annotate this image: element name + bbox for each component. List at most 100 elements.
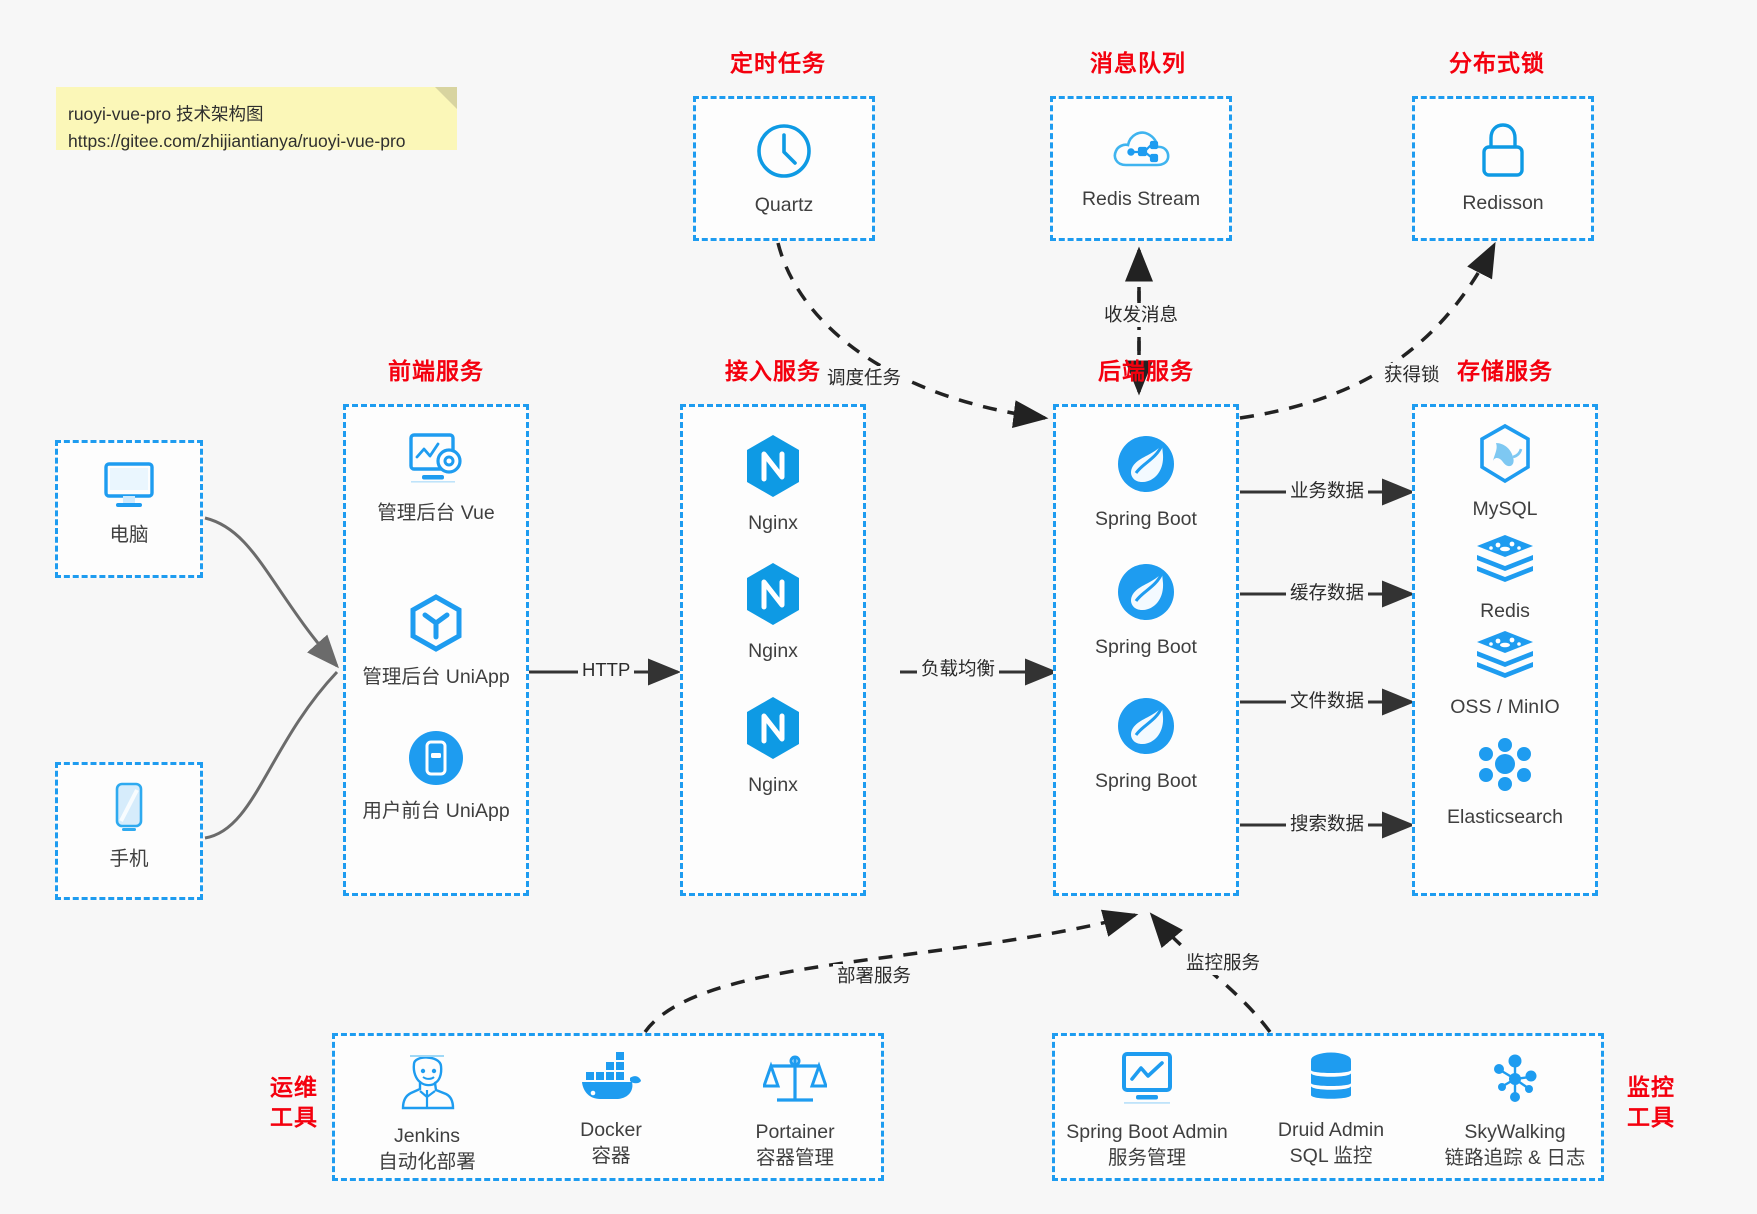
mobile-phone-icon xyxy=(58,781,200,840)
node-nginx-1[interactable]: Nginx xyxy=(683,433,863,536)
node-mysql[interactable]: MySQL xyxy=(1415,423,1595,522)
node-portainer[interactable]: Portainer 容器管理 xyxy=(703,1050,887,1172)
node-label: Spring Boot xyxy=(1095,508,1197,530)
node-sublabel: 容器管理 xyxy=(755,1147,834,1170)
edge-label-schedule-task: 调度任务 xyxy=(823,366,906,391)
node-label: Nginx xyxy=(748,640,798,662)
database-stack-icon xyxy=(1239,1050,1423,1111)
node-label: Nginx xyxy=(748,774,798,796)
backend-service-box[interactable]: Spring Boot Spring Boot Spring Boot xyxy=(1053,404,1239,896)
node-nginx-2[interactable]: Nginx xyxy=(683,561,863,664)
caption-message-queue: 消息队列 xyxy=(1090,50,1186,76)
cloud-stream-icon xyxy=(1053,121,1229,180)
edge-label-acquire-lock: 获得锁 xyxy=(1380,363,1444,388)
nginx-icon xyxy=(683,561,863,632)
node-oss-minio[interactable]: OSS / MinIO xyxy=(1415,629,1595,720)
node-label: 电脑 xyxy=(109,524,149,546)
monitor-tools-box[interactable]: Spring Boot Admin 服务管理 Druid Admin SQL 监… xyxy=(1052,1033,1604,1181)
scheduled-task-box[interactable]: Quartz xyxy=(693,96,875,241)
edge-label-cache-data: 缓存数据 xyxy=(1286,581,1369,606)
note-title-line: ruoyi-vue-pro 技术架构图 xyxy=(68,104,264,124)
message-queue-box[interactable]: Redis Stream xyxy=(1050,96,1232,241)
uniapp-cube-icon xyxy=(346,593,526,658)
client-phone-box[interactable]: 手机 xyxy=(55,762,203,900)
node-sublabel: 自动化部署 xyxy=(378,1151,476,1174)
edge-label-deploy-service: 部署服务 xyxy=(833,964,916,989)
node-docker[interactable]: Docker 容器 xyxy=(519,1050,703,1170)
node-sublabel: SQL 监控 xyxy=(1289,1145,1373,1168)
node-label: Portainer xyxy=(755,1121,835,1143)
node-phone[interactable]: 手机 xyxy=(58,781,200,872)
note-url-line: https://gitee.com/zhijiantianya/ruoyi-vu… xyxy=(68,131,406,152)
edge-label-http: HTTP xyxy=(578,658,635,683)
node-quartz[interactable]: Quartz xyxy=(696,121,872,218)
caption-frontend: 前端服务 xyxy=(388,358,484,384)
node-label: Docker xyxy=(580,1119,642,1141)
node-label: 手机 xyxy=(109,848,149,870)
node-label: MySQL xyxy=(1472,498,1538,520)
gateway-service-box[interactable]: Nginx Nginx Nginx xyxy=(680,404,866,896)
node-elasticsearch[interactable]: Elasticsearch xyxy=(1415,737,1595,830)
caption-monitor-line2: 工具 xyxy=(1627,1103,1675,1130)
elasticsearch-icon xyxy=(1415,737,1595,798)
mysql-dolphin-icon xyxy=(1415,423,1595,490)
object-storage-icon xyxy=(1415,629,1595,688)
caption-ops-tools: 运维 工具 xyxy=(255,1073,333,1133)
node-admin-uniapp[interactable]: 管理后台 UniApp xyxy=(346,593,526,690)
caption-ops-line1: 运维 xyxy=(270,1074,318,1100)
node-admin-vue[interactable]: 管理后台 Vue xyxy=(346,431,526,526)
caption-distributed-lock: 分布式锁 xyxy=(1449,50,1545,76)
node-label: Jenkins xyxy=(393,1125,461,1147)
node-redisson[interactable]: Redisson xyxy=(1415,121,1591,216)
caption-gateway: 接入服务 xyxy=(725,358,821,384)
skywalking-node-icon xyxy=(1423,1050,1607,1113)
storage-service-box[interactable]: MySQL Redis xyxy=(1412,404,1598,896)
node-label: Spring Boot xyxy=(1095,636,1197,658)
spring-boot-leaf-icon xyxy=(1056,561,1236,628)
node-user-uniapp[interactable]: 用户前台 UniApp xyxy=(346,729,526,824)
caption-scheduled-task: 定时任务 xyxy=(730,50,826,76)
caption-backend: 后端服务 xyxy=(1098,358,1194,384)
jenkins-butler-icon xyxy=(335,1050,519,1117)
node-label: 管理后台 UniApp xyxy=(362,666,510,688)
admin-dashboard-icon xyxy=(346,431,526,494)
node-spring-boot-3[interactable]: Spring Boot xyxy=(1056,695,1236,794)
node-skywalking[interactable]: SkyWalking 链路追踪 & 日志 xyxy=(1423,1050,1607,1172)
node-spring-boot-admin[interactable]: Spring Boot Admin 服务管理 xyxy=(1055,1050,1239,1172)
node-druid-admin[interactable]: Druid Admin SQL 监控 xyxy=(1239,1050,1423,1170)
distributed-lock-box[interactable]: Redisson xyxy=(1412,96,1594,241)
node-nginx-3[interactable]: Nginx xyxy=(683,695,863,798)
mobile-app-icon xyxy=(346,729,526,792)
nginx-icon xyxy=(683,695,863,766)
frontend-service-box[interactable]: 管理后台 Vue 管理后台 UniApp 用户前台 UniApp xyxy=(343,404,529,896)
node-label: Quartz xyxy=(754,194,814,216)
redis-stack-icon xyxy=(1415,533,1595,592)
node-label: SkyWalking xyxy=(1464,1121,1566,1143)
edge-label-send-receive: 收发消息 xyxy=(1100,303,1183,328)
node-computer[interactable]: 电脑 xyxy=(58,459,200,548)
node-label: Spring Boot Admin xyxy=(1066,1121,1228,1143)
edge-label-business-data: 业务数据 xyxy=(1286,479,1369,504)
node-redis-stream[interactable]: Redis Stream xyxy=(1053,121,1229,212)
client-computer-box[interactable]: 电脑 xyxy=(55,440,203,578)
node-label: 用户前台 UniApp xyxy=(362,800,510,822)
node-spring-boot-1[interactable]: Spring Boot xyxy=(1056,433,1236,532)
node-jenkins[interactable]: Jenkins 自动化部署 xyxy=(335,1050,519,1176)
node-label: Elasticsearch xyxy=(1447,806,1563,828)
node-label: Redis xyxy=(1480,600,1530,622)
caption-monitor-tools: 监控 工具 xyxy=(1612,1073,1690,1133)
node-redis[interactable]: Redis xyxy=(1415,533,1595,624)
desktop-computer-icon xyxy=(58,459,200,516)
ops-tools-box[interactable]: Jenkins 自动化部署 Docker xyxy=(332,1033,884,1181)
node-label: Redis Stream xyxy=(1081,188,1201,210)
edge-label-file-data: 文件数据 xyxy=(1286,689,1369,714)
spring-boot-leaf-icon xyxy=(1056,433,1236,500)
padlock-icon xyxy=(1415,121,1591,184)
node-spring-boot-2[interactable]: Spring Boot xyxy=(1056,561,1236,660)
caption-storage: 存储服务 xyxy=(1457,358,1553,384)
node-sublabel: 服务管理 xyxy=(1107,1147,1186,1170)
edge-label-load-balance: 负载均衡 xyxy=(917,657,1000,682)
node-sublabel: 容器 xyxy=(591,1145,631,1168)
docker-whale-icon xyxy=(519,1050,703,1111)
